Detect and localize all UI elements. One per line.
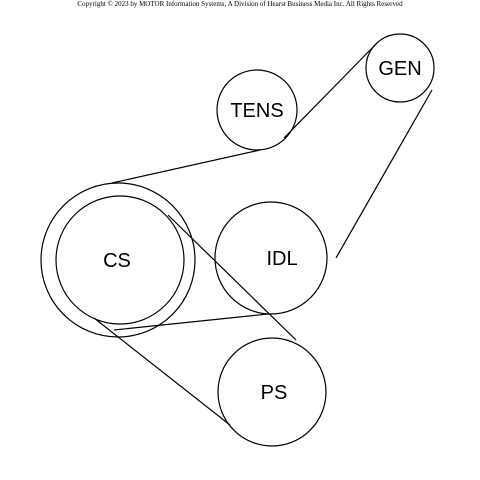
belt-cs-to-tens <box>111 149 261 184</box>
belt <box>93 41 433 426</box>
pulley-cs: CS <box>40 182 196 338</box>
pulley-ps-circle <box>217 337 327 447</box>
pulley-ps: PS <box>217 337 327 447</box>
pulley-gen-circle <box>365 33 435 103</box>
pulley-ps-label: PS <box>261 382 288 404</box>
pulley-idl-circle <box>214 201 328 315</box>
belt-idl-to-ps <box>167 214 297 341</box>
pulley-gen: GEN <box>365 33 435 103</box>
pulley-cs-label: CS <box>103 250 131 272</box>
pulley-cs-outer-circle <box>40 182 196 338</box>
copyright-notice: Copyright © 2023 by MOTOR Information Sy… <box>77 0 403 8</box>
belt-tens-to-gen <box>283 41 379 139</box>
pulley-tens-label: TENS <box>230 100 283 122</box>
belt-cs-to-ps <box>93 317 231 426</box>
pulley-tens: TENS <box>216 69 298 151</box>
pulley-idl-label: IDL <box>266 248 297 270</box>
pulley-cs-inner-circle <box>55 195 185 325</box>
belt-idl-to-cs <box>113 313 269 331</box>
pulley-idl: IDL <box>214 201 328 315</box>
pulley-tens-circle <box>216 69 298 151</box>
pulley-gen-label: GEN <box>378 58 421 80</box>
belt-gen-to-idl <box>335 89 433 259</box>
